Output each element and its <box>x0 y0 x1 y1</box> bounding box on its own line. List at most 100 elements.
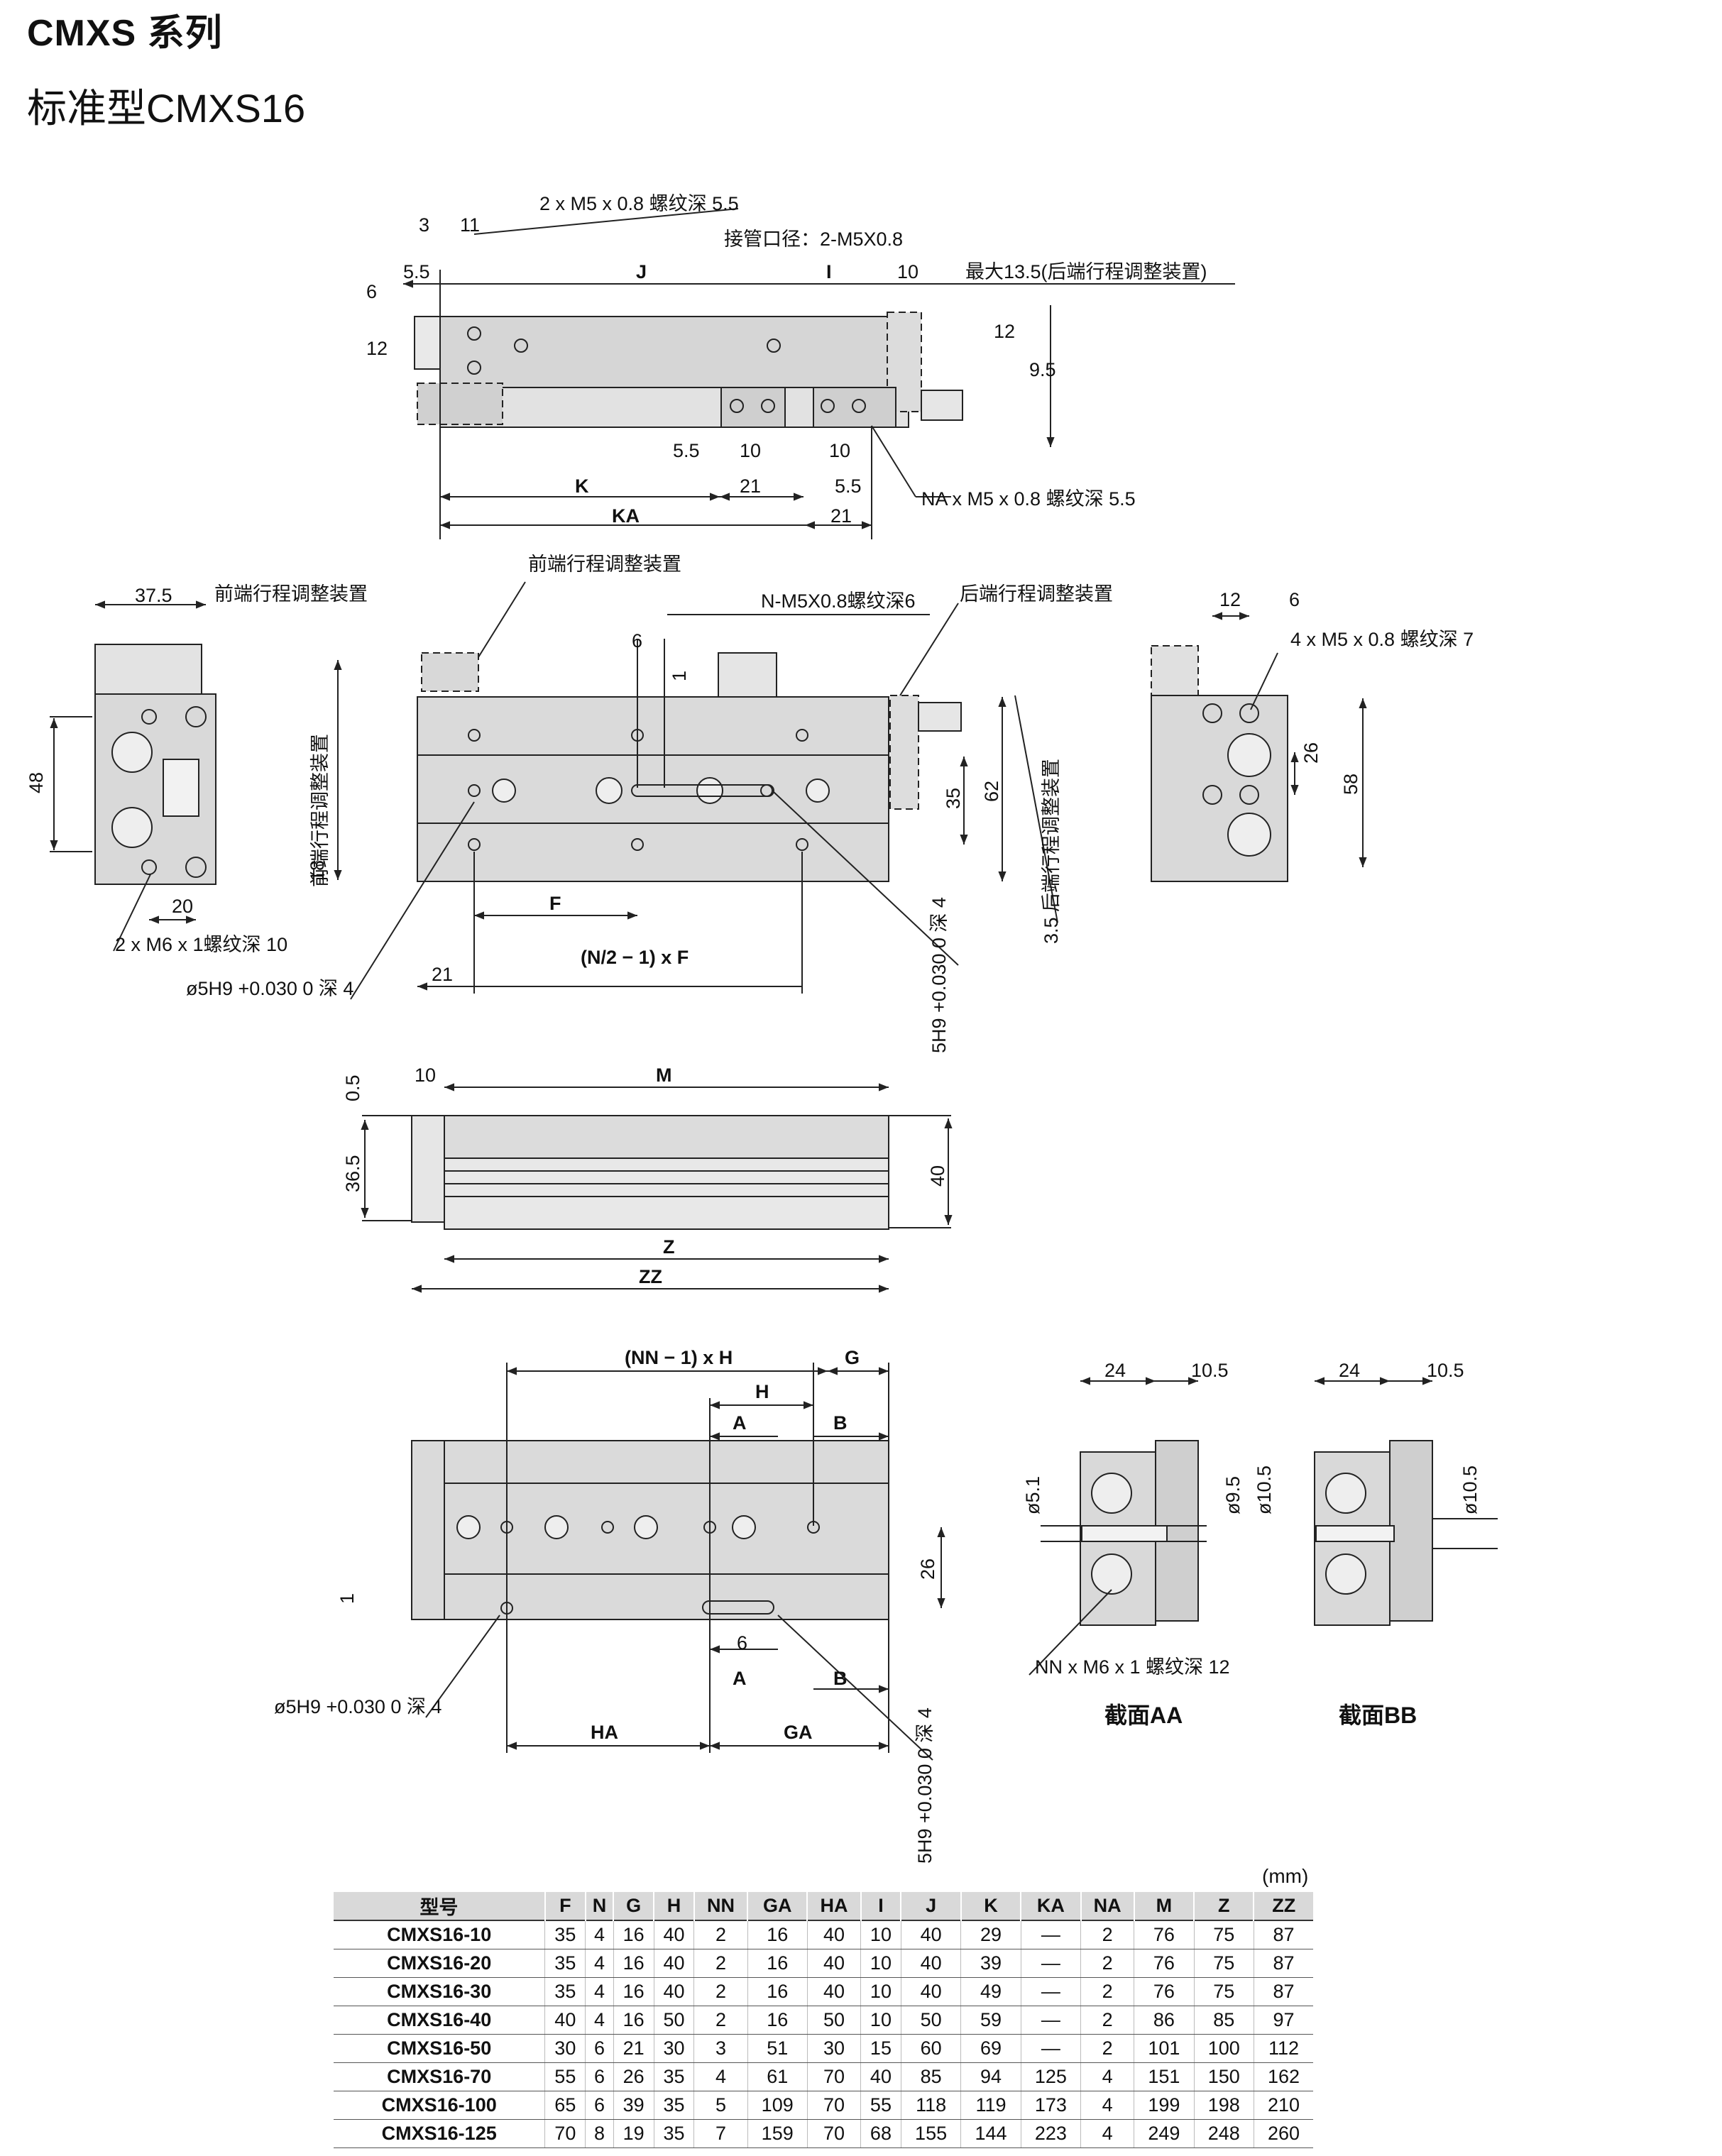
end-view-right <box>1151 612 1367 882</box>
pin-vertical-label: 5H9 +0.030 0 深 4 <box>914 1707 936 1864</box>
column-header: G <box>613 1892 654 1920</box>
value-cell: 112 <box>1253 2034 1313 2063</box>
value-cell: 2 <box>1080 1920 1134 1949</box>
column-header: Z <box>1193 1892 1254 1920</box>
value-cell: 159 <box>747 2119 808 2148</box>
dim-10c: 10 <box>829 440 850 461</box>
dim-10-5-aa: 10.5 <box>1191 1360 1229 1381</box>
front-adj-label: 前端行程调整装置 <box>214 583 368 605</box>
value-cell: 40 <box>900 1977 961 2006</box>
value-cell: 75 <box>1193 1949 1254 1978</box>
value-cell: 50 <box>806 2006 861 2035</box>
value-cell: 162 <box>1253 2062 1313 2091</box>
value-cell: 40 <box>653 1920 694 1949</box>
value-cell: 144 <box>960 2119 1021 2148</box>
value-cell: 19 <box>613 2119 654 2148</box>
dim-10-5-bb: 10.5 <box>1427 1360 1464 1381</box>
value-cell: 8 <box>585 2119 614 2148</box>
dim-B-2: B <box>833 1668 848 1689</box>
value-cell: 97 <box>1253 2006 1313 2035</box>
dim-26: 26 <box>917 1558 938 1580</box>
dim-5-1: ø5.1 <box>1022 1476 1043 1514</box>
port-label: 接管口径：2-M5X0.8 <box>724 229 903 250</box>
dim-ZZ: ZZ <box>639 1266 662 1287</box>
column-header: HA <box>806 1892 861 1920</box>
column-header: GA <box>747 1892 808 1920</box>
column-header: J <box>900 1892 961 1920</box>
dim-6: 6 <box>737 1632 747 1654</box>
rear-adj-vertical: 3.5 后端行程调整装置 <box>1041 759 1062 944</box>
dim-20: 20 <box>172 896 193 917</box>
value-cell: 35 <box>544 1949 586 1978</box>
dim-10: 10 <box>415 1065 436 1086</box>
value-cell: — <box>1020 1920 1081 1949</box>
value-cell: 75 <box>1193 1920 1254 1949</box>
mid-view-labels: 37.5 前端行程调整装置 前端行程调整装置 N-M5X0.8螺纹深6 后端行程… <box>26 554 1474 1053</box>
value-cell: 118 <box>900 2091 961 2120</box>
dim-10-5-bb-dia: ø10.5 <box>1459 1465 1481 1514</box>
dim-H: H <box>755 1381 769 1402</box>
value-cell: 40 <box>900 1920 961 1949</box>
value-cell: 199 <box>1134 2091 1195 2120</box>
dim-48: 48 <box>26 772 47 793</box>
value-cell: 51 <box>747 2034 808 2063</box>
dim-6: 6 <box>366 281 377 302</box>
value-cell: 2 <box>1080 2006 1134 2035</box>
dim-12: 12 <box>366 338 388 359</box>
value-cell: 210 <box>1253 2091 1313 2120</box>
front-adj-label-2: 前端行程调整装置 <box>528 554 681 575</box>
value-cell: 76 <box>1134 1977 1195 2006</box>
model-cell: CMXS16-70 <box>334 2062 545 2091</box>
dim-10: 10 <box>897 261 918 282</box>
dim-3: 3 <box>419 214 429 236</box>
value-cell: — <box>1020 2034 1081 2063</box>
value-cell: — <box>1020 1949 1081 1978</box>
section-aa-caption: 截面AA <box>1104 1703 1183 1728</box>
value-cell: 248 <box>1193 2119 1254 2148</box>
value-cell: 6 <box>585 2034 614 2063</box>
value-cell: 249 <box>1134 2119 1195 2148</box>
value-cell: 150 <box>1193 2062 1254 2091</box>
value-cell: 4 <box>585 1977 614 2006</box>
dim-12-right: 12 <box>994 321 1015 342</box>
series-title: CMXS 系列 <box>27 13 223 54</box>
value-cell: 16 <box>747 1949 808 1978</box>
dim-26: 26 <box>1300 742 1322 764</box>
value-cell: 26 <box>613 2062 654 2091</box>
section-labels: 24 10.5 24 10.5 ø5.1 ø9.5 ø10.5 ø10.5 NN… <box>1022 1360 1481 1728</box>
value-cell: 198 <box>1193 2091 1254 2120</box>
dim-A-2: A <box>733 1668 747 1689</box>
value-cell: 40 <box>860 2062 901 2091</box>
value-cell: 65 <box>544 2091 586 2120</box>
thread-end-label: 4 x M5 x 0.8 螺纹深 7 <box>1290 629 1474 650</box>
value-cell: 16 <box>747 1977 808 2006</box>
column-header: NN <box>693 1892 748 1920</box>
dim-58: 58 <box>1340 774 1361 795</box>
section-bb <box>1314 1377 1498 1626</box>
value-cell: 55 <box>544 2062 586 2091</box>
value-cell: 10 <box>860 1977 901 2006</box>
model-cell: CMXS16-40 <box>334 2006 545 2035</box>
dim-11: 11 <box>460 214 480 236</box>
value-cell: 87 <box>1253 1977 1313 2006</box>
value-cell: 87 <box>1253 1920 1313 1949</box>
value-cell: 16 <box>613 2006 654 2035</box>
value-cell: 119 <box>960 2091 1021 2120</box>
dim-24-bb: 24 <box>1339 1360 1360 1381</box>
column-header: 型号 <box>334 1892 545 1920</box>
value-cell: 50 <box>653 2006 694 2035</box>
value-cell: 3 <box>693 2034 748 2063</box>
technical-drawing: 3 11 2 x M5 x 0.8 螺纹深 5.5 接管口径：2-M5X0.8 … <box>26 193 1498 1864</box>
value-cell: 87 <box>1253 1949 1313 1978</box>
dim-37-5: 37.5 <box>135 585 172 606</box>
dim-KA: KA <box>612 505 640 527</box>
value-cell: 40 <box>653 1977 694 2006</box>
value-cell: 15 <box>860 2034 901 2063</box>
